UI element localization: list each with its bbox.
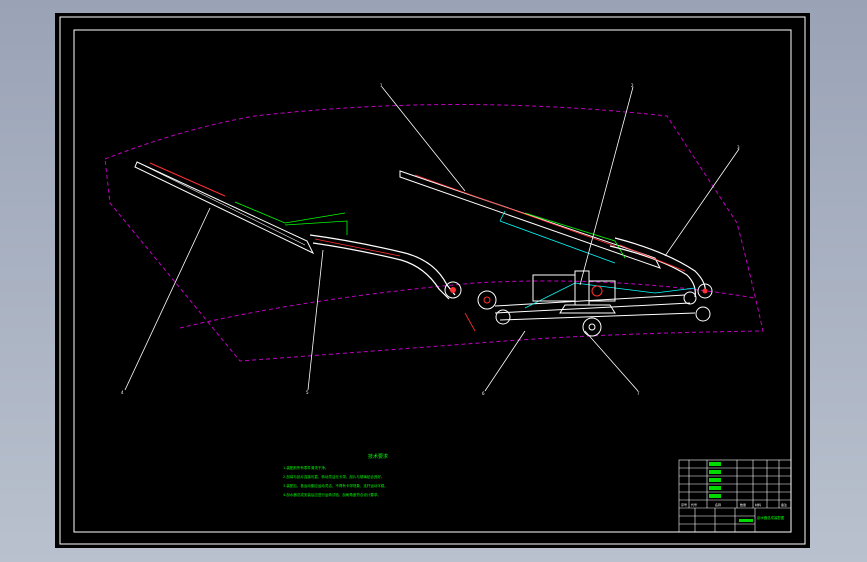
balloon-5: 5 [306,390,309,395]
wiper-assembly-drawing: 1 2 3 4 5 6 7 技术要求 1.装配前所有零件清洗干净。 2.刮臂与刮… [59,16,806,545]
note-line: 1.装配前所有零件清洗干净。 [283,465,328,470]
left-wiper-arm [309,234,462,300]
balloon-7: 7 [637,391,640,396]
technical-notes: 技术要求 1.装配前所有零件清洗干净。 2.刮臂与刮片连接可靠，转动灵活无卡滞，… [283,453,388,497]
leader-lines [124,86,740,392]
balloon-6: 6 [482,391,485,396]
parts-header-qty: 数量 [740,502,746,507]
title-block [678,459,792,533]
balloon-4: 4 [121,390,124,395]
balloon-3: 3 [737,145,740,150]
outer-border [59,16,806,545]
parts-header-code: 代号 [691,502,697,507]
parts-list-green-cells [709,462,753,522]
parts-header-remark: 备注 [781,502,787,507]
parts-list-text: 序号 代号 名称 数量 材料 备注 [681,502,787,507]
wiper-linkage [464,282,711,332]
windshield-outline [104,104,764,362]
right-wiper-arm [609,237,713,299]
balloon-labels: 1 2 3 4 5 6 7 [121,83,740,396]
balloon-1: 1 [380,83,383,88]
drawing-sheet: 1 2 3 4 5 6 7 技术要求 1.装配前所有零件清洗干净。 2.刮臂与刮… [55,13,810,548]
note-line: 4.刮水器总成安装后应进行运转试验，刮刷角度符合设计要求。 [283,492,381,497]
wiper-motor [532,270,616,337]
inner-border [73,29,792,533]
notes-heading: 技术要求 [368,453,388,460]
note-line: 3.装配后，各运动副应运动灵活，不得有卡滞现象，连杆运动平稳。 [283,483,388,488]
title-block-drawing-name: 刮水器总成装配图 [757,515,785,520]
note-line: 2.刮臂与刮片连接可靠，转动灵活无卡滞，刮片与玻璃贴合良好。 [283,474,384,479]
right-wiper-blade [399,170,661,269]
parts-header-no: 序号 [681,502,687,507]
balloon-2: 2 [631,83,634,88]
left-wiper-blade [134,161,348,255]
parts-header-material: 材料 [755,502,761,507]
parts-header-name: 名称 [715,502,721,507]
